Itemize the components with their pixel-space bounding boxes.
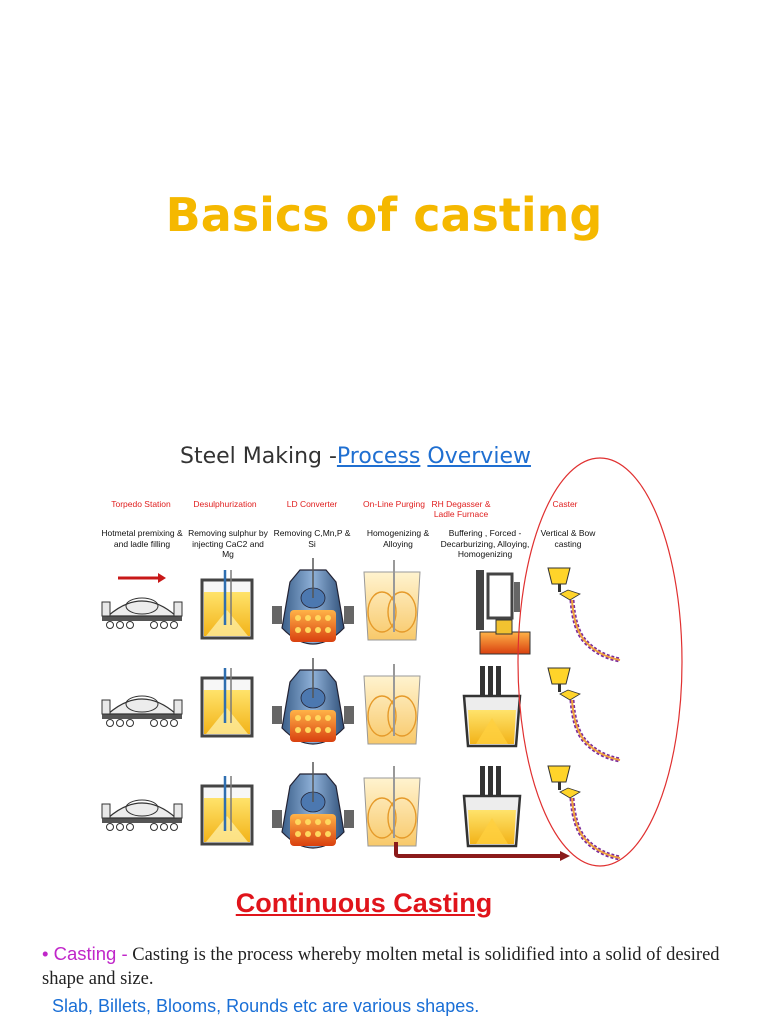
shapes-text: Slab, Billets, Blooms, Rounds etc are va… xyxy=(52,996,480,1016)
stage-desc-rh: Buffering , Forced - Decarburizing, Allo… xyxy=(440,528,530,559)
stage-title-caster: Caster xyxy=(552,499,578,509)
continuous-casting-heading: Continuous Casting xyxy=(235,888,493,918)
process-overview-heading: Steel Making -Process Overview xyxy=(180,444,531,469)
stage-title-ld: LD Converter xyxy=(286,499,338,509)
stage-title-rh: RH Degasser & Ladle Furnace xyxy=(431,499,491,519)
casting-bullet: • Casting - xyxy=(42,943,128,964)
stage-desc-purging: Homogenizing & Alloying xyxy=(366,528,430,549)
process-link[interactable]: Process xyxy=(336,444,421,469)
slide-title: Basics of casting xyxy=(165,188,603,242)
casting-definition: • Casting - Casting is the process where… xyxy=(42,942,742,991)
stage-desc-desulph: Removing sulphur by injecting CaC2 and M… xyxy=(188,528,268,559)
stage-title-purging: On-Line Purging xyxy=(363,499,425,509)
casting-definition-text: Casting is the process whereby molten me… xyxy=(42,945,720,989)
overview-link[interactable]: Overview xyxy=(427,444,531,469)
overview-prefix: Steel Making - xyxy=(180,444,337,469)
stage-title-desulph: Desulphurization xyxy=(193,499,257,509)
stage-desc-torpedo: Hotmetal premixing & and ladle filling xyxy=(101,528,183,549)
stage-title-torpedo: Torpedo Station xyxy=(111,499,171,509)
stage-desc-ld: Removing C,Mn,P & Si xyxy=(273,528,351,549)
stage-desc-caster: Vertical & Bow casting xyxy=(540,528,596,549)
